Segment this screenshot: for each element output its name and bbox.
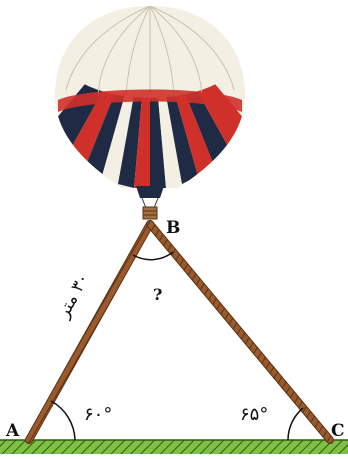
angle-label-c: ۶۵° — [240, 404, 268, 425]
side-label-ab: ۳۰ متر — [53, 270, 93, 322]
hot-air-balloon-icon — [55, 6, 245, 220]
angle-arc-c — [287, 407, 304, 441]
vertex-label-b: B — [166, 218, 180, 238]
vertex-label-a: A — [5, 421, 20, 441]
ground — [0, 440, 348, 454]
angle-arc-b — [132, 251, 174, 261]
angle-arc-a — [50, 400, 76, 441]
angle-label-b: ? — [153, 285, 162, 304]
vertex-label-c: C — [331, 421, 345, 441]
angle-label-a: ۶۰° — [84, 404, 112, 425]
